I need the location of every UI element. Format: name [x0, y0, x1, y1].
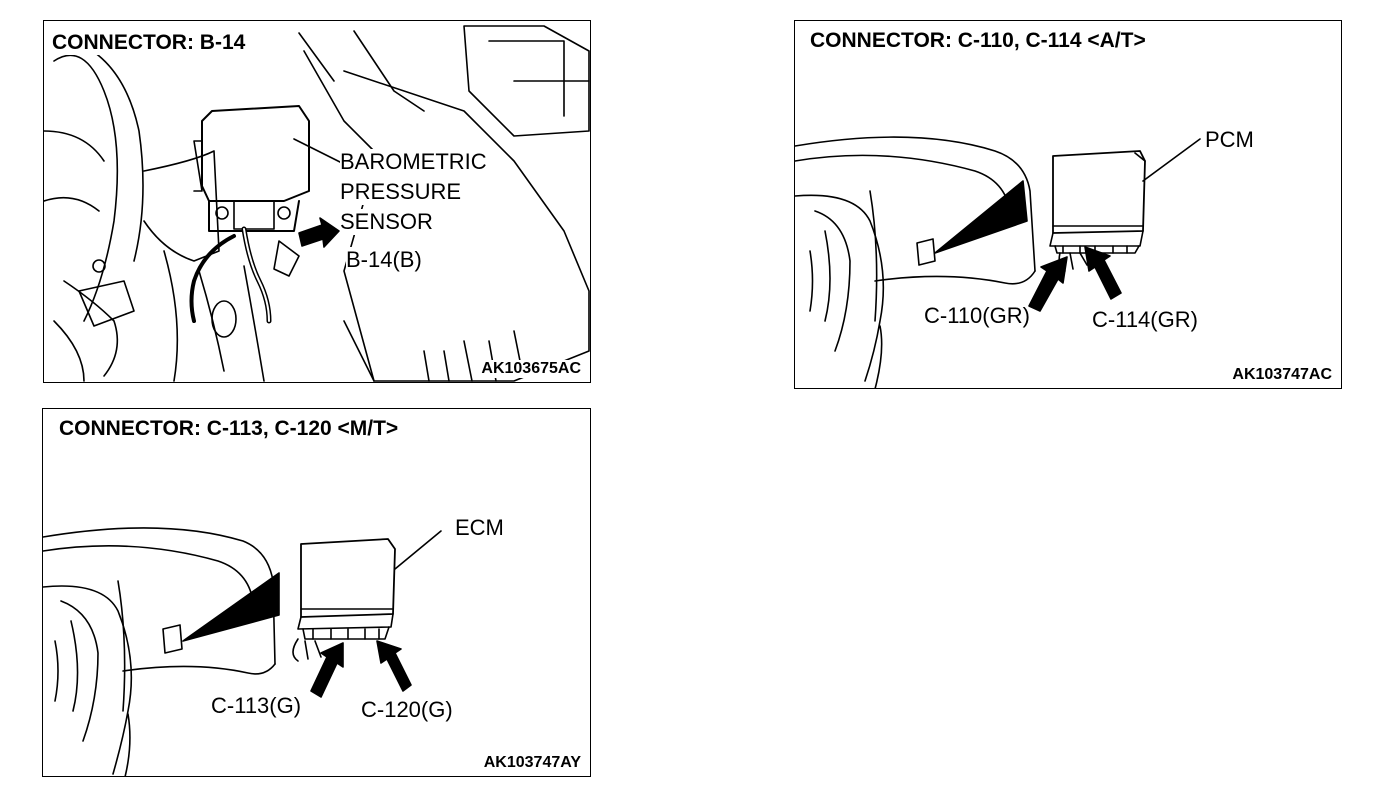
panel-title: CONNECTOR: C-113, C-120 <M/T> — [57, 417, 403, 441]
component-label-line-2: PRESSURE — [340, 179, 462, 205]
component-label: PCM — [1205, 127, 1254, 152]
connector-label-c114: C-114(GR) — [1092, 307, 1198, 332]
panel-title: CONNECTOR: B-14 — [50, 31, 250, 55]
component-label-line-3: SENSOR — [340, 209, 433, 235]
connector-label-c110: C-110(GR) — [924, 303, 1030, 328]
panel-title: CONNECTOR: C-110, C-114 <A/T> — [808, 29, 1150, 53]
component-label: ECM — [455, 515, 504, 540]
figure-code: AK103747AY — [480, 754, 584, 772]
connector-panel-c113-c120: CONNECTOR: C-113, C-120 <M/T> ECM C-113(… — [42, 408, 591, 777]
dashboard-ecm-illustration — [43, 527, 442, 776]
connector-label-c113: C-113(G) — [211, 693, 302, 718]
figure-code: AK103675AC — [478, 360, 584, 378]
connector-panel-b14: CONNECTOR: B-14 BAROMETRIC PRESSURE SENS… — [43, 20, 591, 383]
dashboard-pcm-illustration — [795, 136, 1201, 388]
component-label-line-1: BAROMETRIC — [340, 149, 487, 175]
connector-panel-c110-c114: CONNECTOR: C-110, C-114 <A/T> PCM C-110(… — [794, 20, 1342, 389]
figure-code: AK103747AC — [1229, 366, 1335, 384]
connector-label-c120: C-120(G) — [361, 697, 453, 722]
connector-label: B-14(B) — [346, 247, 422, 273]
engine-bay-illustration — [44, 25, 590, 382]
